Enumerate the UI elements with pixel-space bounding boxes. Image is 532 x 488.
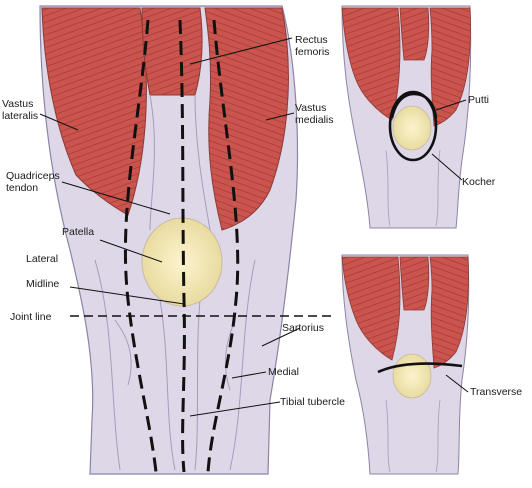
leader-medial xyxy=(231,371,267,379)
label-sartorius: Sartorius xyxy=(282,322,325,334)
vastus-medialis-muscle xyxy=(204,7,289,231)
transverse-knee xyxy=(341,254,470,475)
leader-tibial-tubercle xyxy=(189,401,281,417)
label-kocher: Kocher xyxy=(462,176,496,188)
putti-kocher-knee xyxy=(341,5,472,229)
main-knee xyxy=(39,5,336,475)
small-patella-top xyxy=(392,105,432,151)
leader-midline xyxy=(69,286,185,305)
label-midline: Midline xyxy=(26,278,60,290)
leader-sartorius xyxy=(261,327,301,347)
leader-vastus-lateralis xyxy=(39,113,79,131)
leader-rectus-femoris xyxy=(189,37,293,65)
leader-kocher xyxy=(431,153,463,181)
small-patella-bottom xyxy=(392,353,432,399)
leader-putti xyxy=(435,99,467,111)
label-patella: Patella xyxy=(62,226,95,238)
leader-patella xyxy=(99,239,163,263)
label-lateral: Lateral xyxy=(26,253,59,265)
label-medial: Medial xyxy=(268,366,299,378)
label-transverse: Transverse xyxy=(470,386,523,398)
leader-vastus-medialis xyxy=(265,112,295,121)
label-tibial-tubercle: Tibial tubercle xyxy=(280,396,345,408)
lateral-incision-line xyxy=(123,19,158,473)
leader-lines xyxy=(39,37,469,417)
transverse-incision xyxy=(377,362,463,374)
vastus-lateralis-muscle xyxy=(41,7,147,216)
label-putti: Putti xyxy=(468,94,490,106)
rectus-femoris-muscle xyxy=(141,7,203,96)
midline-incision-line xyxy=(178,19,186,473)
medial-incision-line xyxy=(206,19,240,473)
label-joint-line: Joint line xyxy=(10,311,52,323)
leader-transverse xyxy=(445,374,469,393)
kocher-incision xyxy=(388,90,438,162)
leader-quadriceps-tendon xyxy=(61,181,171,215)
